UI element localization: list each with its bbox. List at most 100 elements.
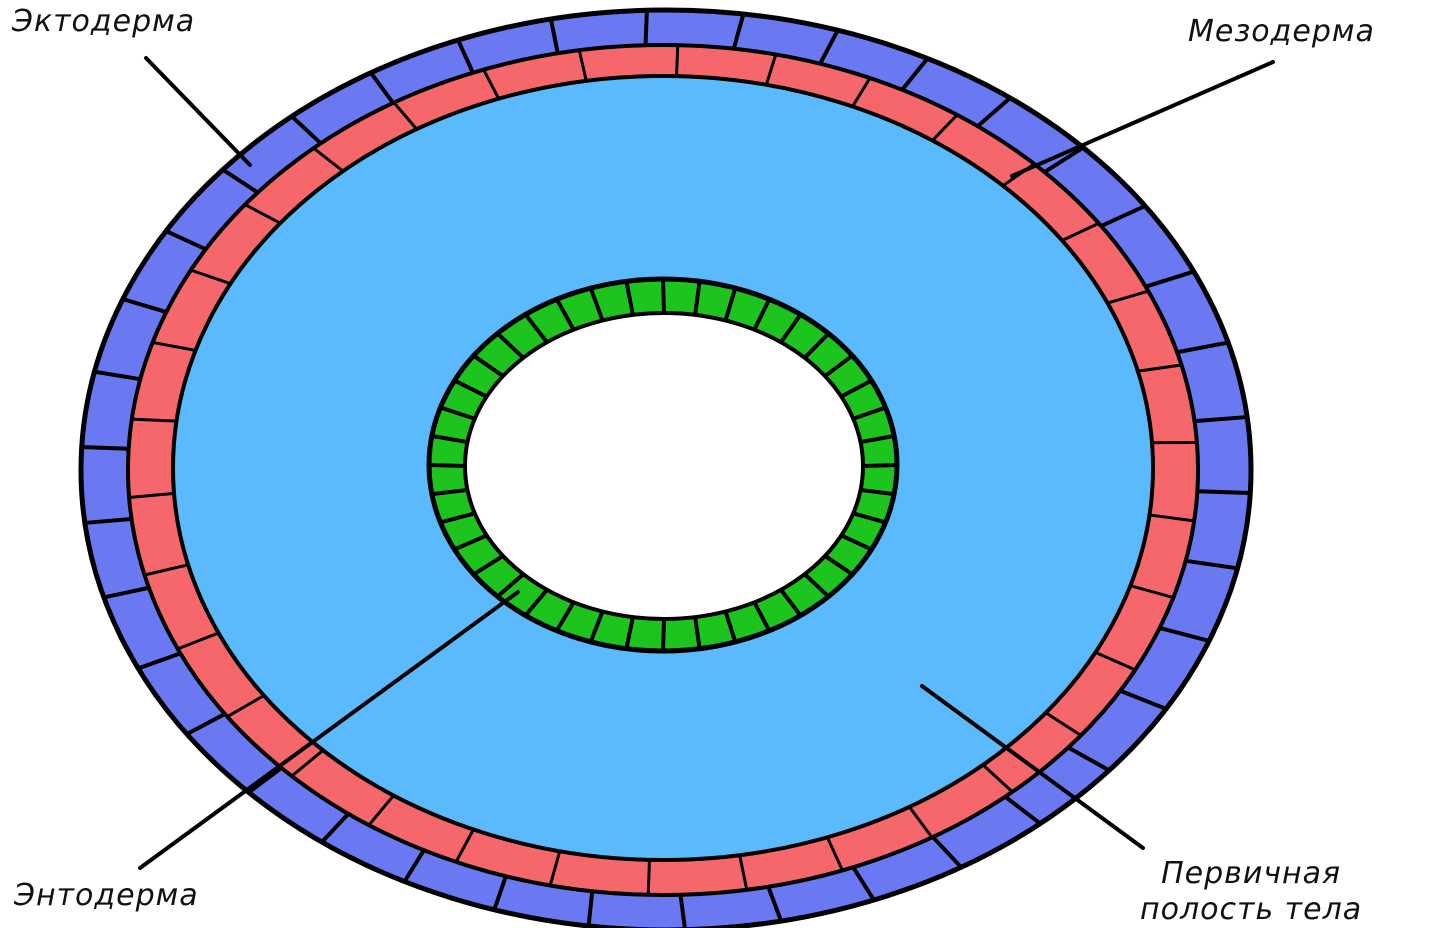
ectoderm-cell-divider	[586, 891, 595, 927]
endoderm-cell-divider	[723, 287, 738, 322]
endoderm-cell-divider	[453, 533, 488, 552]
endoderm-cell-divider	[852, 405, 887, 421]
mesoderm-cell-divider	[367, 794, 395, 826]
ectoderm-cell-divider	[84, 516, 132, 525]
cavity-label: Первичная полость тела	[1140, 856, 1362, 928]
mesoderm-cell-divider	[190, 268, 232, 286]
ectoderm-leader-line	[144, 56, 252, 167]
mesoderm-leader-line	[1010, 60, 1275, 178]
mesoderm-cell-divider	[577, 49, 588, 82]
endoderm-cell-divider	[523, 588, 549, 617]
ectoderm-cell-divider	[456, 39, 475, 74]
ectoderm-cell-divider	[1004, 795, 1042, 826]
ectoderm-cell-divider	[1185, 558, 1238, 571]
endoderm-cell-divider	[823, 554, 854, 576]
mesoderm-cell-divider	[764, 54, 778, 86]
mesoderm-cell-divider	[131, 417, 177, 423]
mesoderm-cell-divider	[244, 203, 281, 225]
endoderm-label: Энтодерма	[14, 878, 199, 913]
cavity-leader-line	[920, 684, 1145, 850]
endoderm-cell-divider	[860, 433, 895, 445]
mesoderm-cell-divider	[1130, 584, 1174, 599]
endoderm-cell-divider	[431, 433, 468, 445]
mesoderm-cell-divider	[1107, 289, 1149, 305]
endoderm-cell-divider	[624, 280, 635, 316]
ectoderm-cell-divider	[81, 445, 129, 451]
endoderm-cell-divider	[555, 298, 576, 331]
endoderm-leader-line	[138, 590, 520, 870]
endoderm-cell-divider	[723, 610, 738, 643]
ectoderm-cell-divider	[1100, 204, 1146, 228]
mesoderm-cell-divider	[226, 694, 265, 718]
mesoderm-cell-divider	[1044, 711, 1082, 737]
endoderm-cell-divider	[852, 511, 887, 525]
endoderm-cell-divider	[693, 281, 702, 316]
ectoderm-label: Эктодерма	[12, 4, 196, 39]
endoderm-cell-divider	[453, 378, 488, 399]
endoderm-cell-divider	[779, 313, 803, 344]
inner-ring-group	[426, 276, 900, 654]
mesoderm-cell-divider	[548, 850, 562, 886]
endoderm-cell-divider	[779, 588, 803, 617]
mesoderm-cell-divider	[1061, 221, 1100, 242]
endoderm-cell-divider	[496, 332, 525, 360]
ectoderm-cell-divider	[492, 875, 508, 911]
endoderm-cell-divider	[862, 463, 898, 468]
endoderm-cell-divider	[555, 601, 576, 632]
ectoderm-cell-divider	[320, 812, 350, 844]
ectoderm-cell-divider	[766, 885, 783, 922]
endoderm-cell-dividers	[428, 278, 898, 652]
ectoderm-cell-divider	[851, 866, 876, 902]
mesoderm-cell-divider	[392, 101, 418, 131]
ectoderm-cell-divider	[1145, 269, 1195, 289]
leader-lines	[138, 56, 1275, 870]
endoderm-cell-divider	[840, 378, 873, 399]
ectoderm-cell-divider	[221, 167, 259, 195]
endoderm-cell-divider	[661, 278, 666, 314]
endoderm-cell-divider	[860, 487, 895, 497]
mesoderm-cell-divider	[931, 113, 959, 142]
endoderm-cell-divider	[439, 511, 476, 525]
mesoderm-cell-divider	[1149, 513, 1195, 523]
endoderm-cell-divider	[693, 616, 702, 649]
endoderm-cell-divider	[588, 610, 605, 643]
ectoderm-cell-divider	[247, 766, 283, 795]
mesoderm-cell-divider	[825, 836, 844, 872]
ectoderm-cell-divider	[643, 10, 649, 46]
ectoderm-cell-divider	[1159, 625, 1210, 643]
endoderm-cell-divider	[840, 533, 873, 552]
mesoderm-cell-divider	[908, 805, 934, 839]
ectoderm-cell-divider	[1176, 340, 1229, 355]
endoderm-cell-divider	[624, 616, 635, 650]
ectoderm-cell-divider	[137, 651, 182, 671]
mesoderm-cell-divider	[128, 491, 175, 500]
endoderm-cell-divider	[752, 601, 772, 632]
ectoderm-cell-divider	[369, 71, 395, 105]
endoderm-cell-divider	[496, 572, 525, 599]
endoderm-cell-divider	[472, 554, 505, 577]
ectoderm-cell-divider	[94, 369, 141, 382]
ectoderm-cell-divider	[186, 712, 226, 736]
endoderm-cell-divider	[803, 572, 830, 598]
endoderm-cell-divider	[588, 287, 605, 322]
mesoderm-cell-dividers	[128, 45, 1197, 895]
ectoderm-cell-divider	[1043, 145, 1085, 174]
mesoderm-cell-divider	[482, 68, 500, 100]
mesoderm-cell-divider	[646, 859, 651, 895]
ectoderm-cell-divider	[1067, 745, 1111, 773]
ectoderm-cell-divider	[548, 18, 560, 54]
endoderm-cell-divider	[428, 463, 466, 468]
ectoderm-cell-divider	[402, 849, 426, 883]
ectoderm-cell-divider	[900, 57, 930, 92]
ectoderm-cell-divider	[165, 229, 207, 252]
mesoderm-cell-divider	[675, 45, 680, 77]
ectoderm-cell-divider	[1197, 489, 1251, 495]
mesoderm-cell-divider	[177, 631, 220, 651]
ectoderm-cell-divider	[931, 835, 963, 869]
ectoderm-cell-dividers	[81, 10, 1251, 928]
cavity-label-line1: Первичная	[1161, 856, 1342, 891]
endoderm-cell-divider	[431, 487, 468, 497]
mesoderm-cell-divider	[144, 563, 189, 577]
endoderm-cell-divider	[523, 313, 549, 344]
